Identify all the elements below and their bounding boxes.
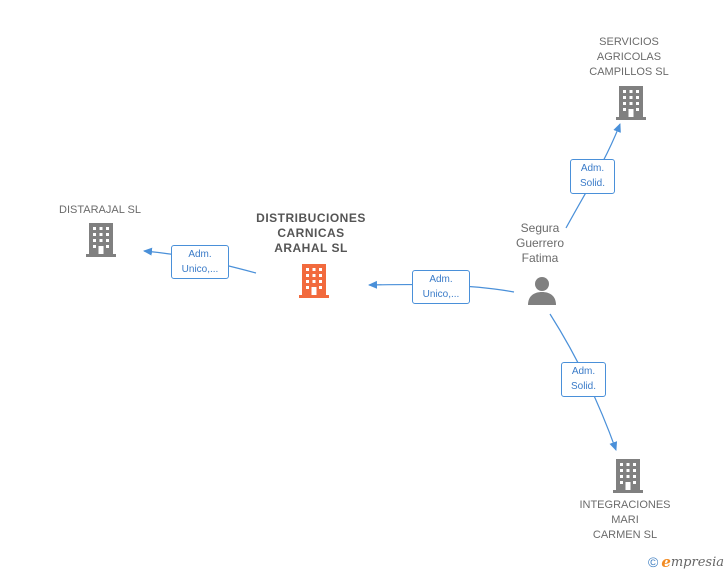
edge-label-segura-integraciones[interactable]: Adm. Solid. — [561, 362, 606, 397]
brand-name: mpresia — [670, 554, 724, 570]
edge-label-segura-distribuciones[interactable]: Adm. Unico,... — [412, 270, 470, 304]
node-label-segura[interactable]: Segura Guerrero Fatima — [515, 221, 565, 265]
node-label-integraciones[interactable]: INTEGRACIONES MARI CARMEN SL — [579, 499, 671, 541]
copyright-icon: © — [647, 554, 659, 570]
node-label-distribuciones[interactable]: DISTRIBUCIONES CARNICAS ARAHAL SL — [256, 211, 366, 255]
building-icon[interactable] — [299, 264, 329, 298]
edge-label-segura-servicios[interactable]: Adm. Solid. — [570, 159, 615, 194]
building-icon[interactable] — [613, 459, 643, 493]
person-icon[interactable] — [527, 275, 557, 305]
edge-label-distribuciones-distarajal[interactable]: Adm. Unico,... — [171, 245, 229, 279]
building-icon[interactable] — [86, 223, 116, 257]
building-icon[interactable] — [616, 86, 646, 120]
brand-initial: e — [661, 553, 671, 571]
node-label-distarajal[interactable]: DISTARAJAL SL — [59, 204, 141, 216]
node-label-servicios[interactable]: SERVICIOS AGRICOLAS CAMPILLOS SL — [589, 36, 669, 78]
